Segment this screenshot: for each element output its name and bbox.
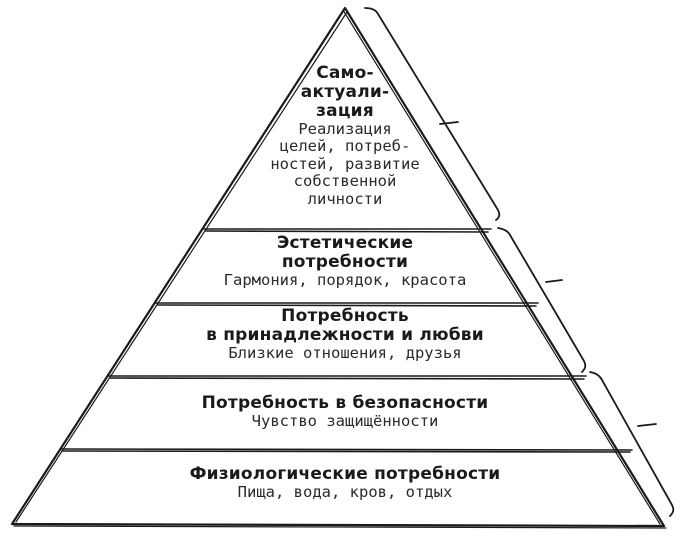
tier-aesthetic: Эстетические потребности Гармония, поряд… [170,233,520,290]
tier-description: Реализация целей, потреб- ностей, развит… [270,120,420,208]
tier-belonging-love: Потребность в принадлежности и любви Бли… [130,306,560,363]
tier-description: Пища, вода, кров, отдых [237,483,453,502]
tier-title: Физиологические потребности [189,464,501,484]
tier-title: Само- актуали- зация [300,63,390,122]
tier-self-actualization: Само- актуали- зация Реализация целей, п… [230,63,460,208]
divider-3 [107,375,587,380]
tier-title: Эстетические потребности [276,233,414,273]
divider-1 [203,228,492,233]
bracket-top-tick [439,121,459,125]
bracket-mid-tick [545,279,563,283]
tier-description: Гармония, порядок, красота [223,271,467,290]
bracket-bottom [589,371,675,517]
tier-title: Потребность в безопасности [201,393,489,413]
bracket-mid [497,227,587,373]
tier-description: Чувство защищённости [251,412,439,431]
tier-title: Потребность в принадлежности и любви [206,306,484,346]
tier-description: Близкие отношения, друзья [228,344,462,363]
tier-safety: Потребность в безопасности Чувство защищ… [100,393,590,431]
bracket-bottom-tick [637,423,657,427]
pyramid-outline-sketch [13,9,667,529]
divider-4 [59,448,633,453]
bracket-top [364,7,501,221]
pyramid-outline [10,6,666,528]
divider-2 [155,302,539,307]
tier-physiological: Физиологические потребности Пища, вода, … [60,464,630,502]
